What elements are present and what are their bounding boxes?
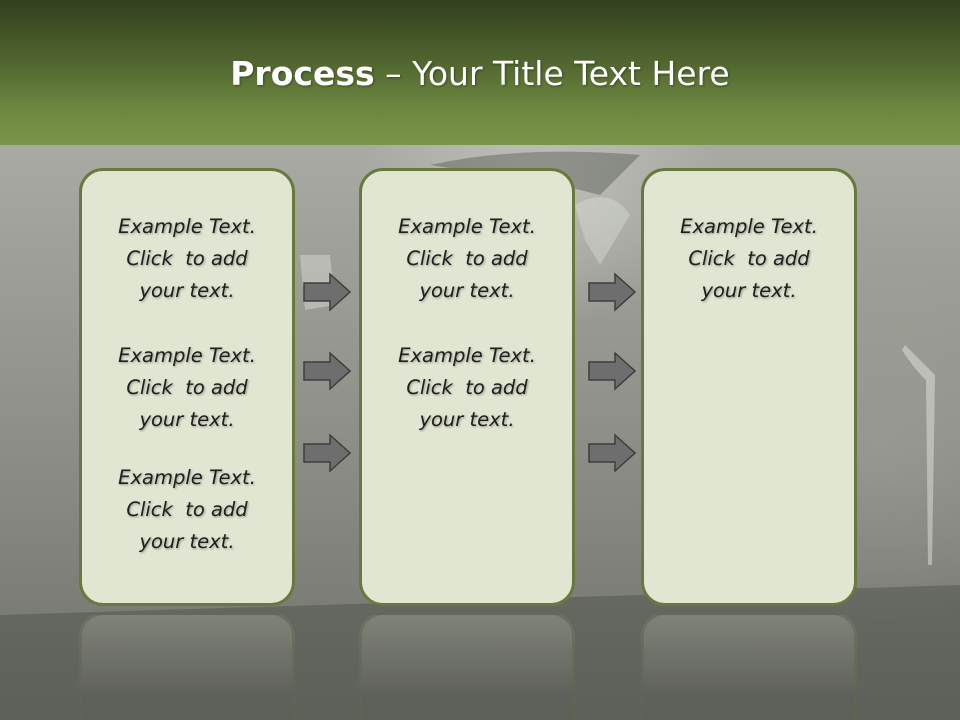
text-line: Example Text. (398, 344, 536, 367)
text-line: Click to add (126, 498, 248, 521)
panel-2-text-block-2[interactable]: Example Text. Click to add your text. (362, 340, 572, 436)
text-line: your text. (139, 408, 235, 431)
text-line: your text. (419, 279, 515, 302)
arrow-right-icon[interactable] (302, 351, 352, 391)
arrow-right-icon[interactable] (587, 351, 637, 391)
text-line: Click to add (688, 247, 810, 270)
title-bar: Process – Your Title Text Here (0, 0, 960, 145)
process-step-panel-1[interactable]: Example Text. Click to add your text. Ex… (79, 168, 295, 606)
arrow-right-icon[interactable] (302, 272, 352, 312)
arrow-right-icon[interactable] (587, 433, 637, 473)
panel-2-text-block-1[interactable]: Example Text. Click to add your text. (362, 211, 572, 307)
slide-title[interactable]: Process – Your Title Text Here (0, 54, 960, 93)
text-line: Click to add (406, 376, 528, 399)
panel-reflection-2 (359, 612, 575, 720)
process-step-panel-2[interactable]: Example Text. Click to add your text. Ex… (359, 168, 575, 606)
panel-1-text-block-1[interactable]: Example Text. Click to add your text. (82, 211, 292, 307)
text-line: your text. (139, 530, 235, 553)
panel-3-text-block-1[interactable]: Example Text. Click to add your text. (644, 211, 854, 307)
text-line: Click to add (126, 247, 248, 270)
text-line: Example Text. (398, 215, 536, 238)
panel-1-text-block-3[interactable]: Example Text. Click to add your text. (82, 462, 292, 558)
process-step-panel-3[interactable]: Example Text. Click to add your text. (641, 168, 857, 606)
text-line: your text. (419, 408, 515, 431)
arrow-right-icon[interactable] (302, 433, 352, 473)
arrow-right-icon[interactable] (587, 272, 637, 312)
text-line: your text. (701, 279, 797, 302)
text-line: Example Text. (118, 215, 256, 238)
text-line: your text. (139, 279, 235, 302)
panel-reflection-1 (79, 612, 295, 720)
text-line: Click to add (126, 376, 248, 399)
title-rest-text: – Your Title Text Here (374, 54, 730, 93)
text-line: Example Text. (680, 215, 818, 238)
text-line: Example Text. (118, 344, 256, 367)
panel-1-text-block-2[interactable]: Example Text. Click to add your text. (82, 340, 292, 436)
title-bold-text: Process (230, 54, 375, 93)
text-line: Example Text. (118, 466, 256, 489)
panel-reflection-3 (641, 612, 857, 720)
text-line: Click to add (406, 247, 528, 270)
